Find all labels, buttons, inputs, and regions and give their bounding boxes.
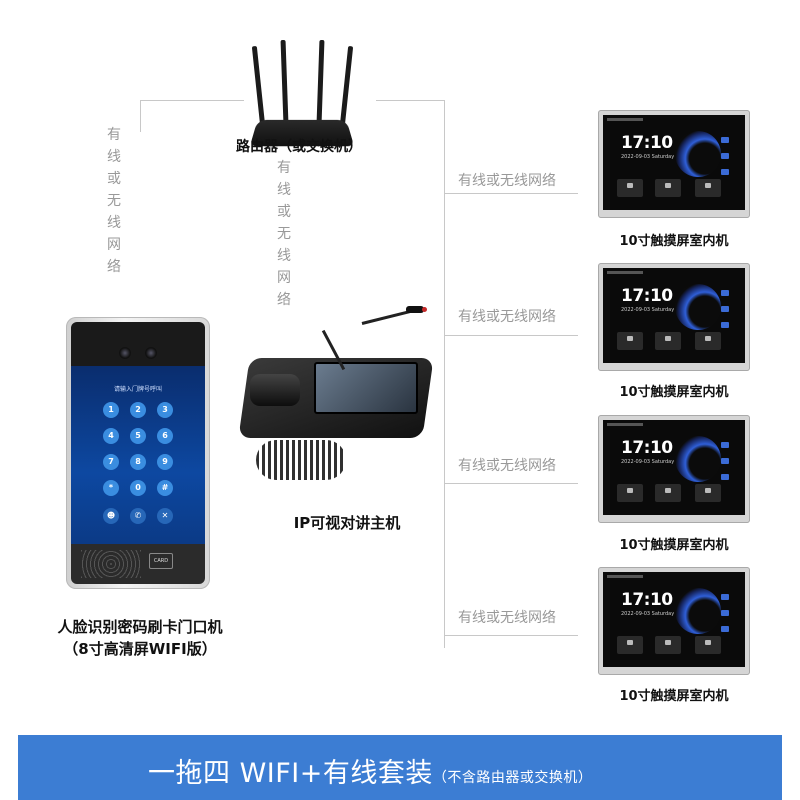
key-5: 5 <box>130 428 146 444</box>
monitor-network-label-3: 有线或无线网络 <box>458 458 556 474</box>
door-station-image: 请输入门牌号呼叫 1 2 3 4 5 6 7 8 9 * 0 # ☻ ✆ ✕ C… <box>66 317 210 589</box>
key-1: 1 <box>103 402 119 418</box>
indoor-monitor-3: 17:10 2022-09-03 Saturday <box>598 415 750 523</box>
key-3: 3 <box>157 402 173 418</box>
key-hash: # <box>157 480 173 496</box>
left-vertical-line <box>140 100 141 132</box>
call-icon: ✆ <box>130 508 146 524</box>
top-left-line <box>140 100 244 101</box>
monitor-network-label-4: 有线或无线网络 <box>458 610 556 626</box>
monitor-time: 17:10 <box>621 590 673 610</box>
indoor-monitor-label-3: 10寸触摸屏室内机 <box>619 538 729 553</box>
banner-note: （不含路由器或交换机） <box>432 770 593 786</box>
user-icon: ☻ <box>103 508 119 524</box>
left-network-label: 有线或无线网络 <box>107 127 121 275</box>
handset-coil-cord <box>256 440 346 480</box>
monitor-date: 2022-09-03 Saturday <box>621 611 675 617</box>
monitor-date: 2022-09-03 Saturday <box>621 307 675 313</box>
router-label: 路由器（或交换机） <box>236 139 362 155</box>
monitor-date: 2022-09-03 Saturday <box>621 459 675 465</box>
monitor-time: 17:10 <box>621 286 673 306</box>
key-8: 8 <box>130 454 146 470</box>
key-2: 2 <box>130 402 146 418</box>
monitor-link-line-2 <box>444 335 578 336</box>
delete-icon: ✕ <box>157 508 173 524</box>
banner-main-text: 一拖四 WIFI+有线套装 <box>148 758 433 789</box>
key-4: 4 <box>103 428 119 444</box>
monitor-date: 2022-09-03 Saturday <box>621 154 675 160</box>
monitor-network-label-2: 有线或无线网络 <box>458 309 556 325</box>
right-trunk-line <box>444 100 445 648</box>
monitor-time: 17:10 <box>621 133 673 153</box>
monitor-link-line-3 <box>444 483 578 484</box>
monitor-time: 17:10 <box>621 438 673 458</box>
master-station-image <box>238 306 434 438</box>
monitor-link-line-1 <box>444 193 578 194</box>
indoor-monitor-label-4: 10寸触摸屏室内机 <box>619 689 729 704</box>
card-reader-label: CARD <box>149 553 173 569</box>
indoor-monitor-2: 17:10 2022-09-03 Saturday <box>598 263 750 371</box>
door-station-label-line1: 人脸识别密码刷卡门口机 <box>57 618 223 636</box>
indoor-monitor-4: 17:10 2022-09-03 Saturday <box>598 567 750 675</box>
key-7: 7 <box>103 454 119 470</box>
door-station-label-line2: （8寸高清屏WIFI版） <box>63 640 217 658</box>
bottom-banner: 一拖四 WIFI+有线套装（不含路由器或交换机） <box>18 735 782 800</box>
monitor-network-label-1: 有线或无线网络 <box>458 173 556 189</box>
monitor-link-line-4 <box>444 635 578 636</box>
indoor-monitor-label-1: 10寸触摸屏室内机 <box>619 234 729 249</box>
banner-title: 一拖四 WIFI+有线套装（不含路由器或交换机） <box>148 751 592 790</box>
center-network-label: 有线或无线网络 <box>277 160 291 308</box>
key-9: 9 <box>157 454 173 470</box>
key-0: 0 <box>130 480 146 496</box>
key-star: * <box>103 480 119 496</box>
top-right-line <box>376 100 444 101</box>
indoor-monitor-1: 17:10 2022-09-03 Saturday <box>598 110 750 218</box>
master-station-label: IP可视对讲主机 <box>293 514 401 532</box>
door-screen-title: 请输入门牌号呼叫 <box>113 386 162 393</box>
router-image <box>248 39 358 147</box>
key-6: 6 <box>157 428 173 444</box>
indoor-monitor-label-2: 10寸触摸屏室内机 <box>619 385 729 400</box>
